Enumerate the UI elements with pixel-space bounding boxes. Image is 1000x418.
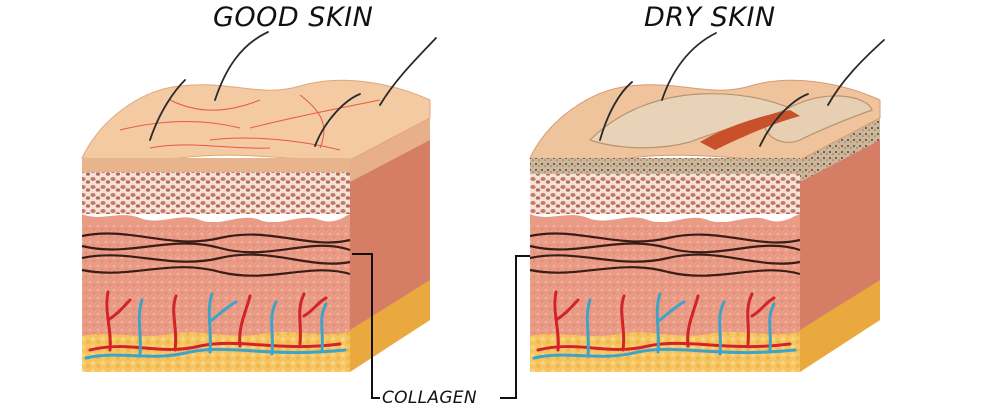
good-skin-veins — [84, 292, 347, 360]
dry-skin-arteries — [536, 290, 792, 352]
good-skin-granular-layer — [82, 172, 350, 214]
dry-skin-side-fat — [800, 280, 880, 372]
good-skin-hairs — [149, 31, 437, 147]
dry-skin-scale-right — [764, 95, 873, 143]
dry-skin-hairs — [599, 32, 885, 147]
dry-skin-side-crust — [800, 118, 880, 182]
good-skin-side-fat — [350, 280, 430, 372]
collagen-callout-lines — [352, 253, 530, 399]
dry-skin-block — [529, 32, 885, 372]
good-skin-title: GOOD SKIN — [213, 2, 374, 33]
good-skin-block — [81, 31, 437, 372]
good-skin-surface-lines — [119, 94, 381, 151]
good-skin-subcutis — [82, 332, 350, 372]
dry-skin-collagen-fibres — [529, 232, 801, 277]
dry-skin-subcutis — [530, 332, 800, 372]
good-skin-epidermis — [82, 158, 350, 176]
dry-skin-title: DRY SKIN — [644, 2, 776, 33]
dry-skin-granular-layer — [530, 174, 800, 214]
collagen-label: COLLAGEN — [382, 388, 477, 408]
good-skin-collagen-fibres — [81, 232, 351, 277]
dry-skin-veins — [532, 292, 797, 360]
good-skin-side-epidermis — [350, 118, 430, 182]
dry-skin-crust — [530, 158, 800, 176]
good-skin-arteries — [88, 290, 342, 352]
